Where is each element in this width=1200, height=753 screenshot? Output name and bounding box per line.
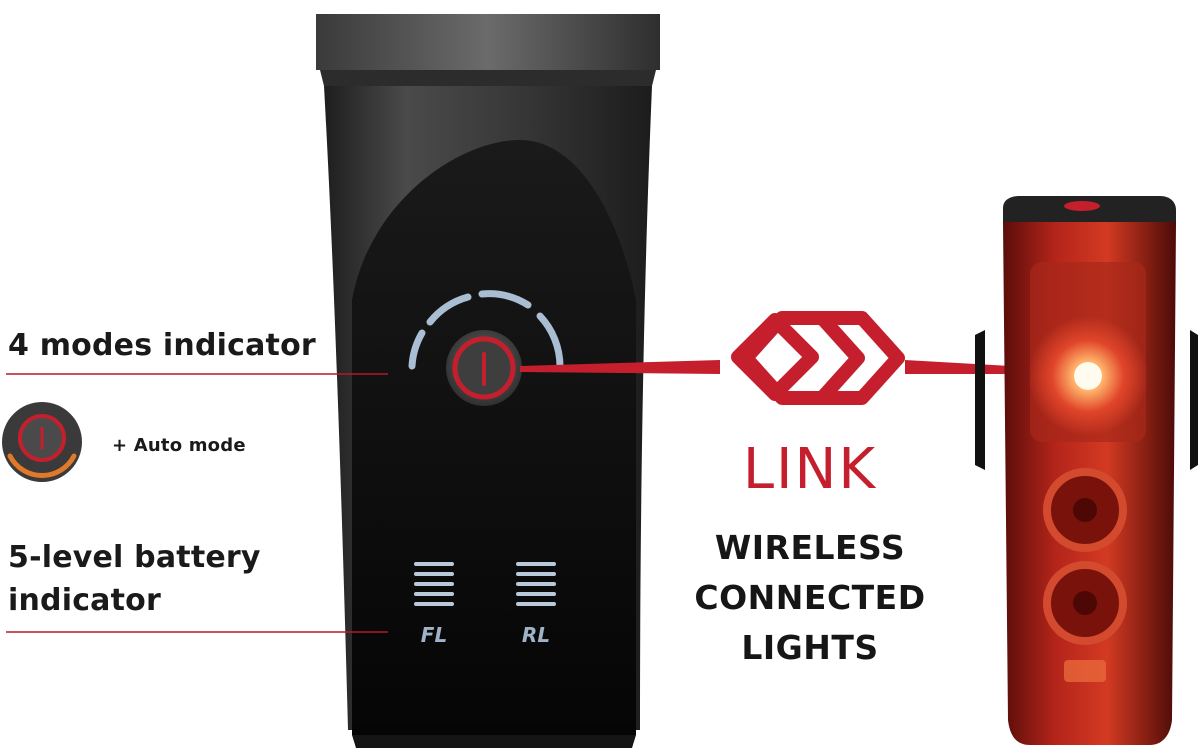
fl-label: FL	[420, 623, 448, 647]
rl-label: RL	[521, 623, 551, 647]
mode-indicator-arc	[408, 290, 564, 370]
connection-line	[520, 360, 720, 374]
auto-mode-label: + Auto mode	[112, 435, 246, 456]
battery-indicator-rl	[516, 562, 556, 606]
rear-light	[975, 196, 1198, 745]
power-button	[446, 330, 522, 406]
front-light	[316, 14, 660, 748]
battery-indicator-fl	[414, 562, 454, 606]
tagline-line-2: CONNECTED	[694, 578, 926, 617]
tagline-line-1: WIRELESS	[714, 528, 906, 567]
modes-indicator-label: 4 modes indicator	[8, 328, 316, 363]
battery-indicator-label-line2: indicator	[8, 583, 161, 618]
battery-indicator-label-line1: 5-level battery	[8, 540, 261, 575]
tagline-line-3: LIGHTS	[741, 628, 879, 667]
link-title: LINK	[742, 437, 878, 502]
auto-mode-button-icon	[2, 402, 82, 482]
link-chain-icon	[731, 311, 905, 405]
